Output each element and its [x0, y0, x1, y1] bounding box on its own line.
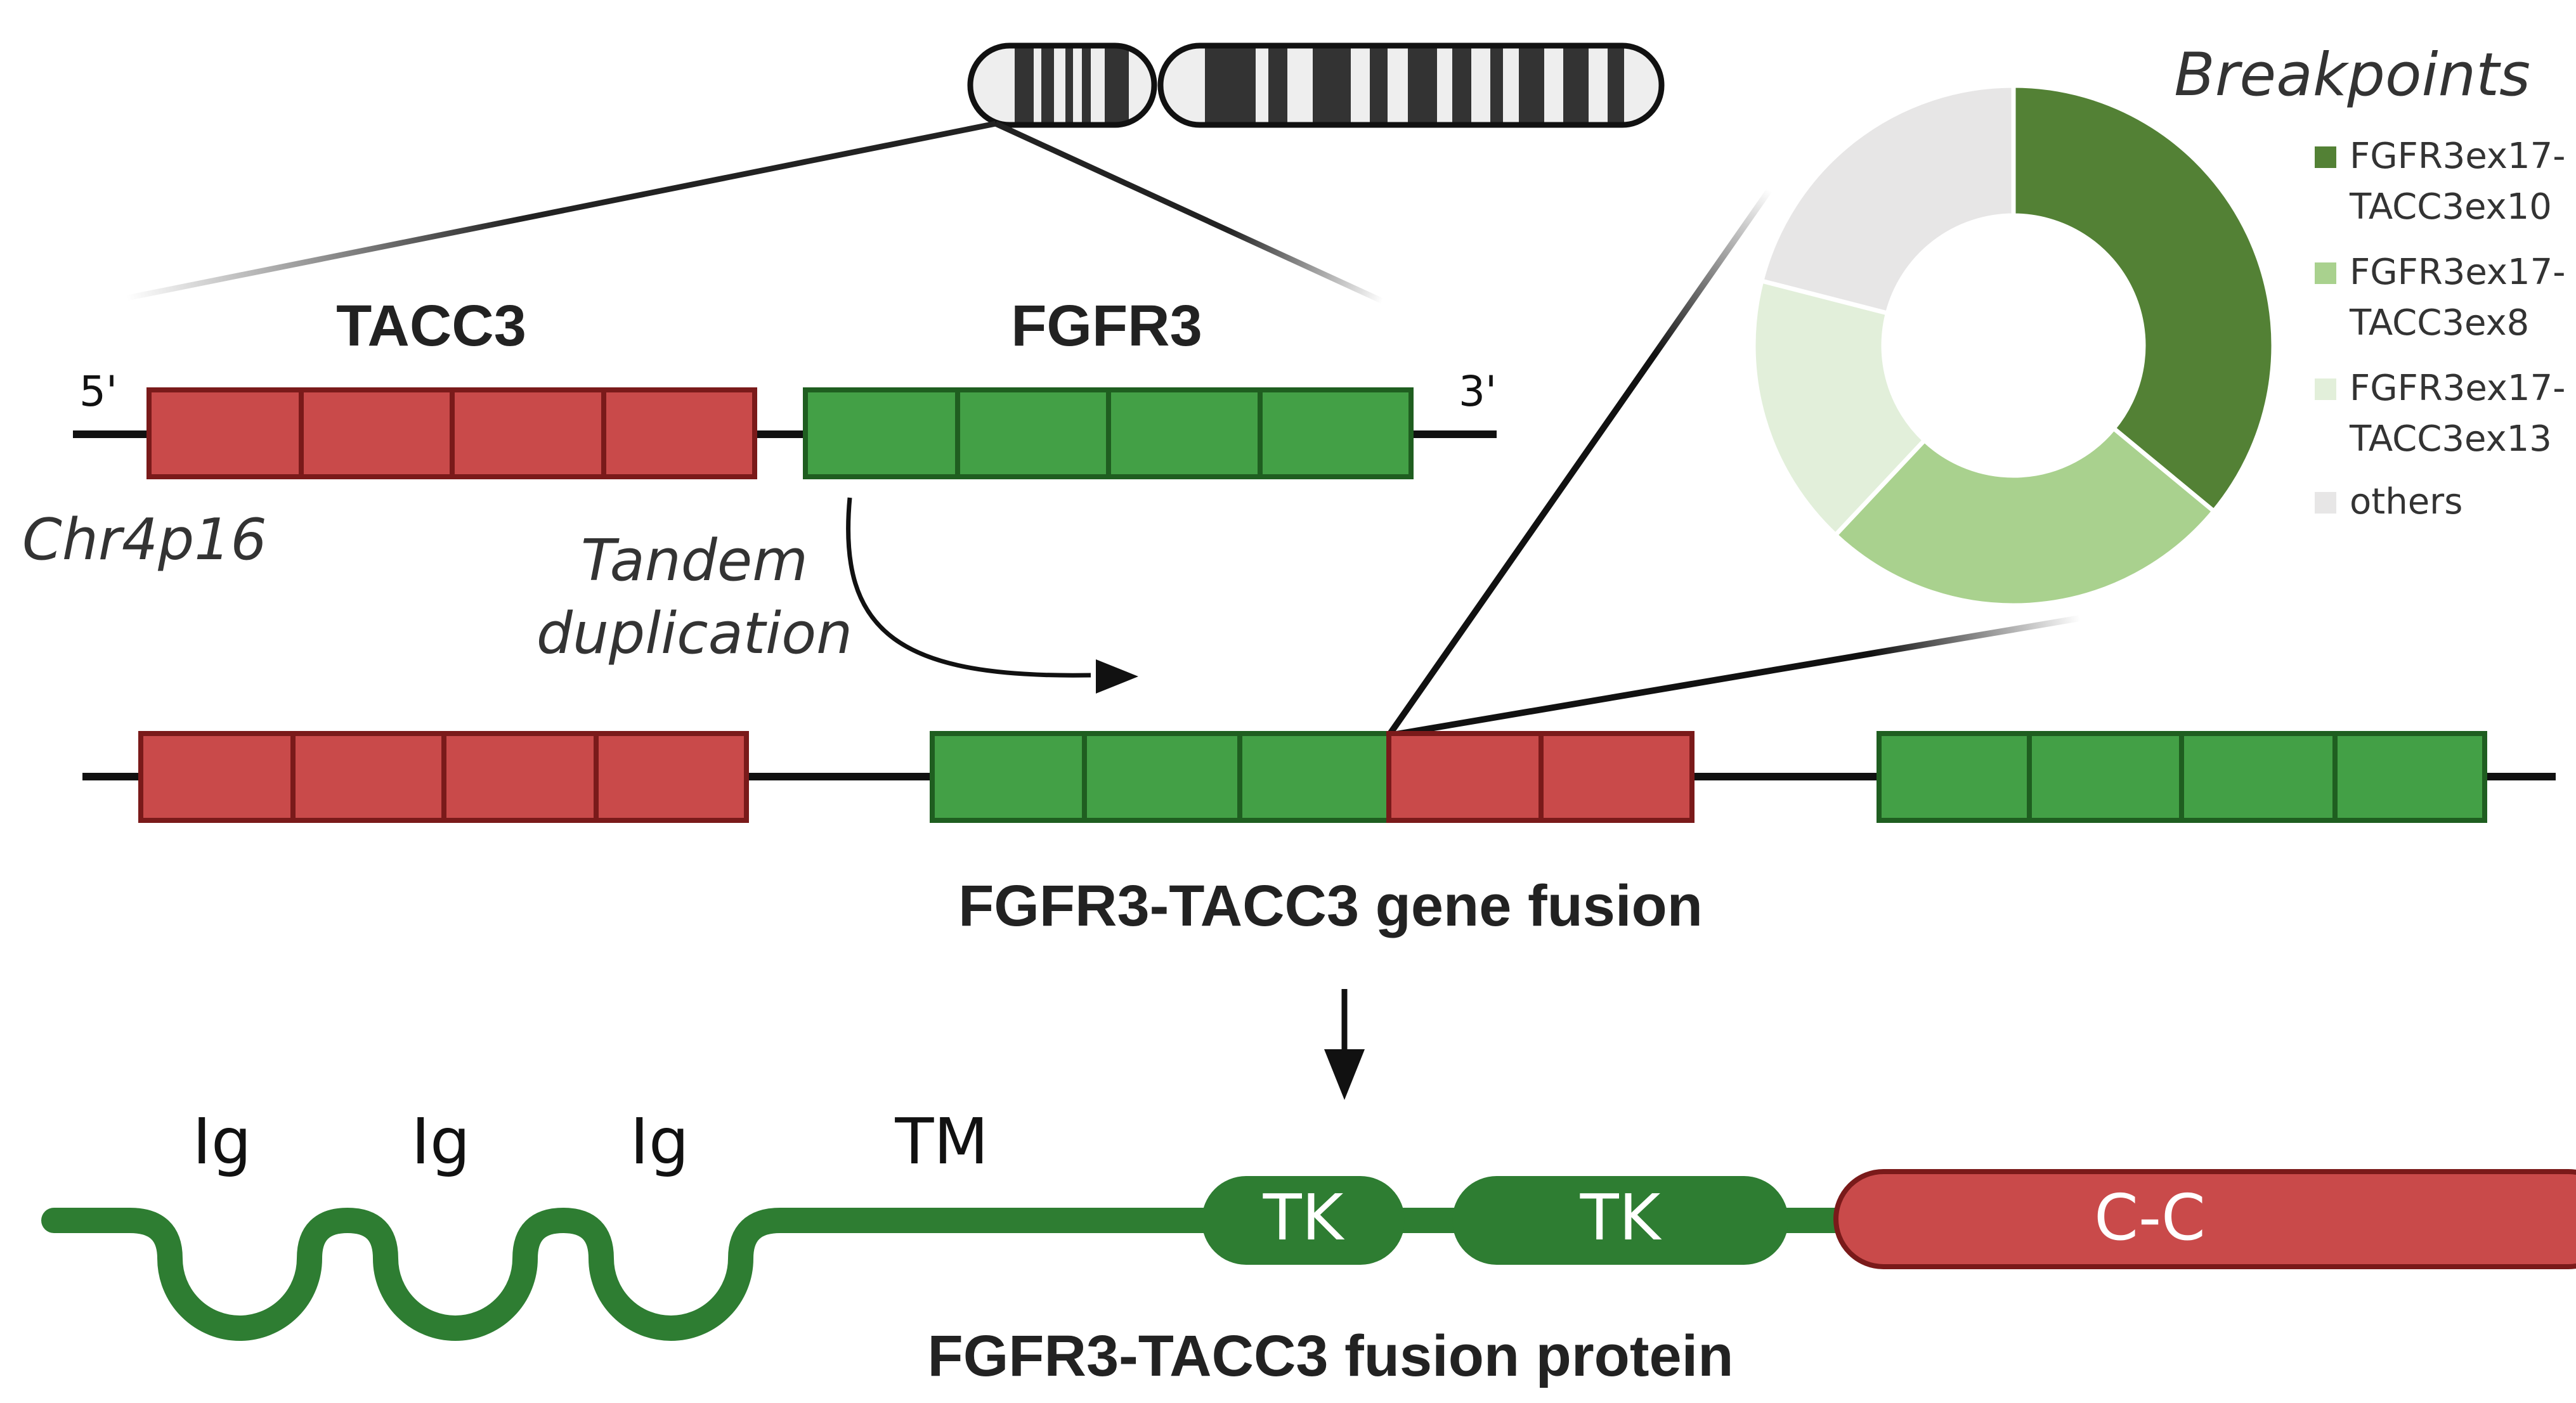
tacc3-gene-copy	[138, 731, 749, 823]
donut-slice-1	[2011, 83, 2276, 515]
legend-label-2-line2: TACC3ex8	[2349, 302, 2529, 344]
chromosome-zoom-lines	[126, 120, 1384, 304]
down-arrow	[1324, 989, 1365, 1100]
legend-label-2: FGFR3ex17-	[2350, 252, 2565, 293]
chromosome	[967, 42, 1665, 128]
fusion-protein-diagram	[41, 1169, 2576, 1341]
tk-label-1: TK	[1263, 1180, 1345, 1255]
original-locus	[73, 387, 1497, 479]
tandem-duplication-label-line2: duplication	[537, 600, 852, 667]
pie-zoom-lines	[1386, 188, 2081, 739]
tandem-duplication-label-line1: Tandem	[581, 527, 808, 594]
tm-label: TM	[894, 1104, 988, 1179]
chromosome-locus-label: Chr4p16	[22, 507, 267, 573]
coiled-coil-domain	[1833, 1169, 2576, 1269]
ig-label-2: Ig	[412, 1104, 471, 1179]
fgfr3-label: FGFR3	[1011, 294, 1202, 358]
legend-label-3-line2: TACC3ex13	[2349, 418, 2552, 460]
tandem-duplication-arrow	[846, 497, 1138, 694]
breakpoints-donut-chart	[1751, 83, 2276, 608]
fusion-tacc3-part	[1386, 731, 1695, 823]
legend-swatch-2	[2315, 262, 2336, 284]
tacc3-label: TACC3	[336, 294, 526, 358]
breakpoints-title: Breakpoints	[2174, 41, 2530, 110]
fusion-protein-title: FGFR3-TACC3 fusion protein	[928, 1324, 1734, 1388]
tacc3-gene	[146, 387, 757, 479]
gene-fusion-title: FGFR3-TACC3 gene fusion	[958, 874, 1703, 938]
donut-slice-4	[1759, 83, 2016, 316]
tk-domain-2	[1452, 1176, 1788, 1265]
donut-slice-2	[1832, 425, 2217, 608]
legend-label-3: FGFR3ex17-	[2350, 368, 2565, 409]
fgfr3-gene-copy	[1877, 731, 2487, 823]
ig-label-3: Ig	[630, 1104, 689, 1179]
fusion-fgfr3-part	[930, 731, 1391, 823]
protein-backbone	[41, 1208, 1864, 1341]
fused-locus	[82, 731, 2556, 823]
three-prime-label: 3'	[1459, 367, 1497, 416]
tk-domain-1	[1202, 1176, 1405, 1265]
fgfr3-gene	[803, 387, 1414, 479]
legend-label-4: others	[2350, 481, 2462, 522]
legend-label-1: FGFR3ex17-	[2350, 136, 2565, 177]
breakpoints-legend: FGFR3ex17-TACC3ex10FGFR3ex17-TACC3ex8FGF…	[2315, 136, 2565, 522]
tk-label-2: TK	[1580, 1180, 1662, 1255]
legend-swatch-3	[2315, 378, 2336, 400]
donut-slice-3	[1751, 278, 1928, 538]
legend-label-1-line2: TACC3ex10	[2349, 186, 2552, 228]
five-prime-label: 5'	[79, 367, 117, 416]
legend-swatch-4	[2315, 492, 2336, 514]
ig-label-1: Ig	[193, 1104, 252, 1179]
cc-label: C-C	[2094, 1180, 2206, 1255]
legend-swatch-1	[2315, 146, 2336, 168]
